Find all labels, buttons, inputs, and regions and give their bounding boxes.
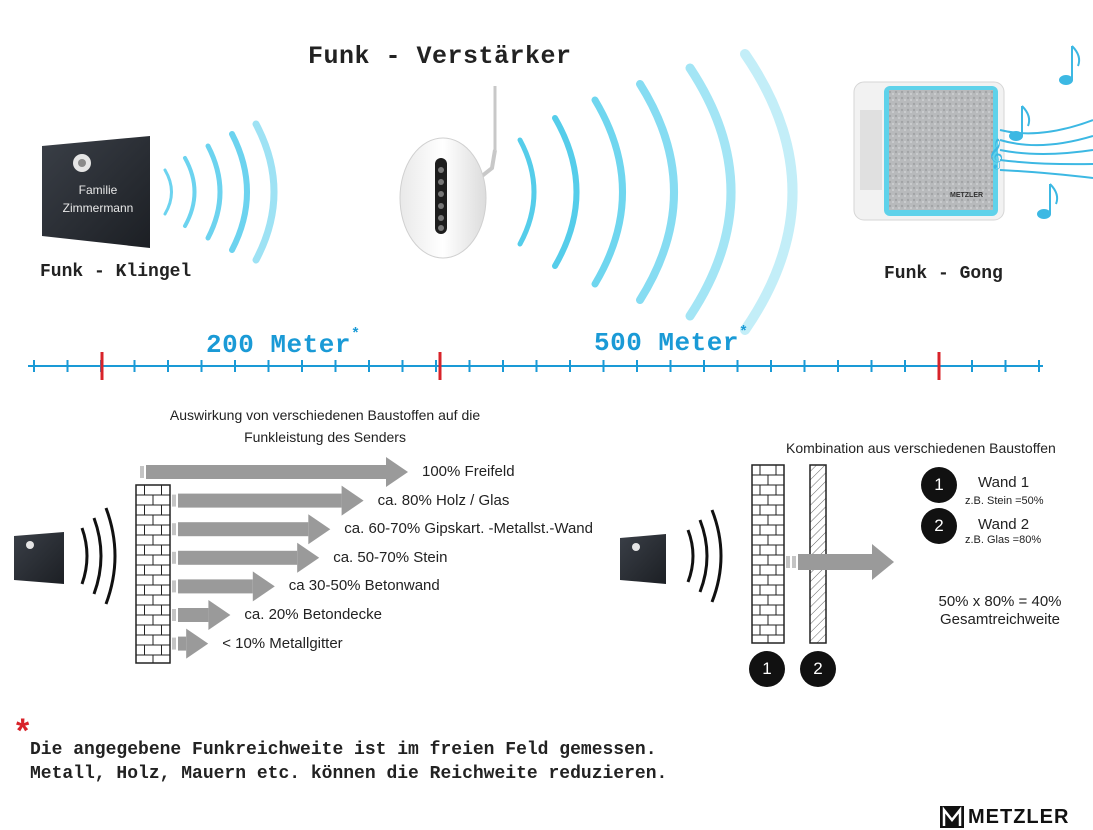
arrow-stub: [172, 637, 176, 650]
material-arrow: [172, 485, 364, 516]
material-label: < 10% Metallgitter: [222, 634, 343, 652]
music-notes-icon: 𝄞: [988, 45, 1093, 219]
arrow-stub: [172, 609, 176, 621]
arrow-shaft: [146, 465, 386, 479]
wall2-example: z.B. Glas =80%: [965, 534, 1042, 546]
arrow-stub: [172, 580, 176, 593]
distance-200-label: 200 Meter*: [206, 326, 360, 360]
distance-500-label: 500 Meter*: [594, 324, 748, 358]
material-arrows: [140, 457, 408, 659]
wall1-badge: 1: [921, 467, 957, 503]
wall-marker-1: 1: [749, 651, 785, 687]
gong-brand-text: METZLER: [950, 192, 984, 199]
wall1-example: z.B. Stein =50%: [965, 495, 1044, 507]
brick-wall-right: [751, 464, 785, 644]
arrow-shaft: [178, 522, 309, 537]
small-signal-right-icon: [686, 509, 723, 603]
metzler-logo-icon: [940, 806, 964, 828]
combination-result: 50% x 80% = 40% Gesamtreichweite: [920, 593, 1080, 629]
small-signal-left-icon: [80, 507, 117, 605]
material-arrow: [172, 628, 209, 659]
combination-formula: 50% x 80% = 40%: [938, 593, 1062, 610]
material-arrow: [172, 542, 320, 573]
arrow-stub: [172, 523, 176, 536]
material-label: ca. 20% Betondecke: [244, 606, 382, 623]
combination-total: Gesamtreichweite: [939, 611, 1061, 628]
material-label: 100% Freifeld: [422, 463, 515, 480]
arrow-stub: [172, 494, 176, 507]
material-arrow: [172, 600, 231, 630]
material-label: ca. 80% Holz / Glas: [377, 491, 510, 509]
distance-200-asterisk: *: [350, 326, 361, 343]
wall1-name: Wand 1: [978, 474, 1030, 491]
arrow-shaft: [178, 608, 209, 622]
distance-200-text: 200 Meter: [206, 330, 351, 360]
arrow-head: [308, 514, 331, 545]
arrow-head: [208, 600, 231, 630]
material-label: ca. 60-70% Gipskart. -Metallst.-Wand: [344, 520, 593, 538]
ruler-ticks: [33, 360, 1040, 372]
combined-arrow: [786, 544, 894, 580]
arrow-head: [341, 485, 364, 516]
wall2-badge: 2: [921, 508, 957, 544]
arrow-head: [297, 542, 320, 573]
doorbell-plate-icon: [42, 136, 150, 248]
amplifier-device-icon: [399, 86, 497, 259]
footnote-asterisk: *: [16, 712, 30, 750]
material-arrow: [172, 514, 331, 545]
material-arrow: [172, 571, 275, 602]
footnote-line1: Die angegebene Funkreichweite ist im fre…: [30, 740, 657, 760]
small-doorbell-right-icon: [620, 534, 666, 584]
nameplate-line1: Familie: [78, 183, 118, 197]
arrow-shaft: [178, 579, 253, 594]
brand-name: METZLER: [968, 806, 1070, 828]
distance-500-text: 500 Meter: [594, 328, 739, 358]
arrow-shaft: [178, 636, 187, 651]
arrow-shaft: [178, 493, 342, 508]
materials-heading-line1: Auswirkung von verschiedenen Baustoffen …: [169, 407, 481, 423]
footnote-line2: Metall, Holz, Mauern etc. können die Rei…: [30, 764, 668, 784]
gong-device-icon: [853, 81, 1005, 221]
nameplate-line2: Zimmermann: [62, 201, 134, 215]
amplifier-signal-icon: [517, 49, 798, 335]
gong-label: Funk - Gong: [884, 264, 1003, 284]
arrow-stub: [172, 551, 176, 564]
wall-marker-2: 2: [800, 651, 836, 687]
nameplate-text: Familie Zimmermann: [46, 181, 150, 217]
material-arrow: [140, 457, 408, 487]
distance-500-asterisk: *: [738, 324, 749, 341]
arrow-stub: [140, 466, 144, 478]
distance-ruler: [28, 352, 1043, 380]
doorbell-signal-icon: [163, 120, 278, 264]
brick-wall-left: [135, 484, 171, 664]
arrow-shaft: [178, 550, 298, 565]
wall2-name: Wand 2: [978, 516, 1030, 533]
material-label: ca 30-50% Betonwand: [288, 577, 440, 595]
materials-heading: Auswirkung von verschiedenen Baustoffen …: [150, 404, 500, 448]
material-label: ca. 50-70% Stein: [333, 548, 448, 566]
small-doorbell-left-icon: [14, 532, 64, 584]
arrow-head: [386, 457, 408, 487]
bell-label: Funk - Klingel: [40, 262, 192, 282]
combination-heading: Kombination aus verschiedenen Baustoffen: [786, 440, 1056, 456]
arrow-head: [186, 628, 209, 659]
page-title: Funk - Verstärker: [308, 42, 572, 71]
arrow-head: [252, 571, 275, 602]
materials-heading-line2: Funkleistung des Senders: [244, 429, 406, 445]
svg-text:𝄞: 𝄞: [988, 138, 1003, 170]
